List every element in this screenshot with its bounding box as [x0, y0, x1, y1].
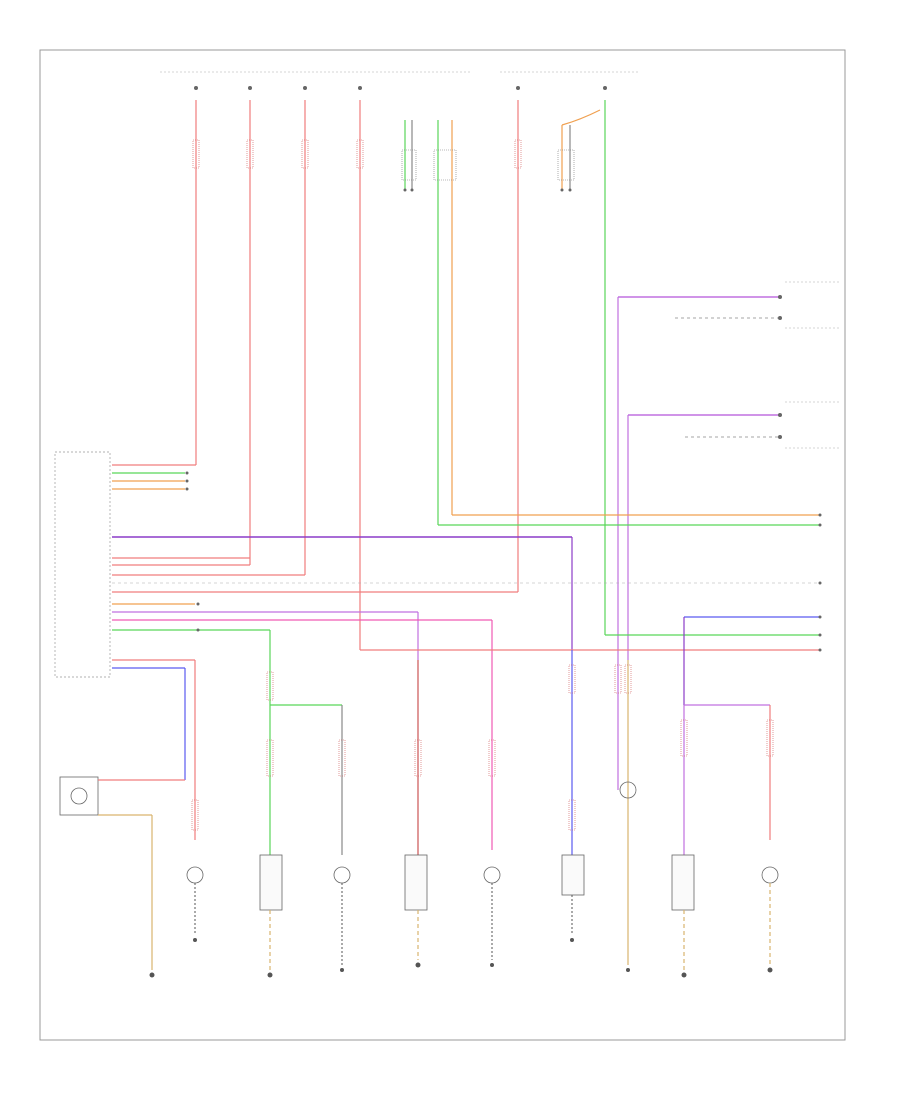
- lamp-module-d: [671, 854, 695, 978]
- control-module: [54, 451, 111, 678]
- bulb-2: [333, 866, 351, 972]
- bulb-5: [761, 866, 779, 973]
- lower-drop-wires: [269, 650, 685, 965]
- right-return-wires: [360, 513, 822, 840]
- lower-connector-markers: [191, 664, 774, 831]
- left-component: [59, 776, 185, 978]
- module-output-wires: [112, 464, 820, 840]
- right-middle-branch: [627, 401, 840, 660]
- bulb-3: [483, 866, 501, 967]
- lamp-module-a: [259, 854, 283, 978]
- bottom-components: [186, 781, 779, 978]
- bulb-4: [619, 781, 637, 972]
- top-connector-markers: [192, 86, 607, 192]
- diagram-frame: [39, 49, 846, 1041]
- lamp-module-c: [561, 854, 585, 942]
- top-feed-wires: [195, 100, 606, 650]
- bulb-1: [186, 866, 204, 942]
- right-upper-branch: [617, 281, 840, 660]
- lamp-module-b: [404, 854, 428, 968]
